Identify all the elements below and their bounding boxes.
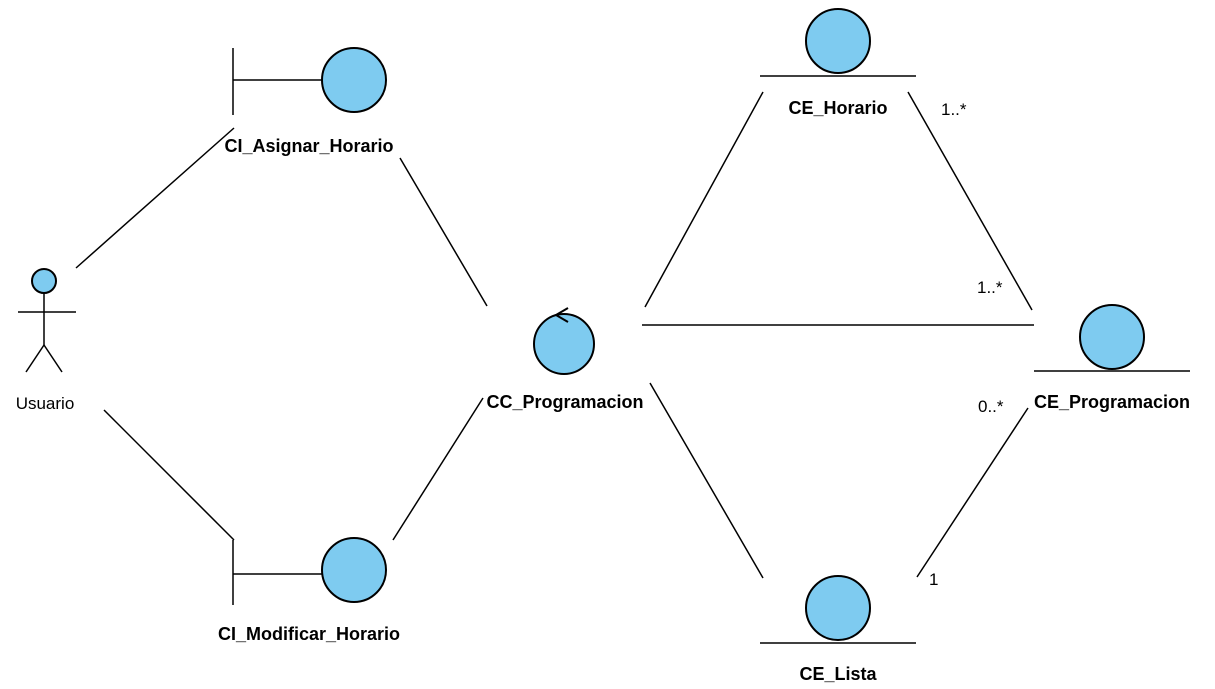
entity-circle xyxy=(805,8,871,74)
actor-label: Usuario xyxy=(16,394,75,413)
entity-label: CE_Lista xyxy=(799,664,877,684)
actor-usuario[interactable]: Usuario xyxy=(16,268,76,413)
entity-circle xyxy=(805,575,871,641)
boundary-circle xyxy=(321,47,387,113)
entity-horario[interactable]: CE_Horario xyxy=(760,8,916,118)
control-arrowhead xyxy=(554,307,569,323)
entity-label: CE_Programacion xyxy=(1034,392,1190,412)
associations xyxy=(75,91,1034,579)
link-usuario-modificar[interactable] xyxy=(103,409,235,541)
control-programacion[interactable]: CC_Programacion xyxy=(486,307,644,412)
link-lista-programacion[interactable] xyxy=(916,407,1029,578)
actor-left-leg xyxy=(25,344,45,373)
link-modificar-control[interactable] xyxy=(392,397,484,541)
entity-lista[interactable]: CE_Lista xyxy=(760,575,916,684)
link-control-lista[interactable] xyxy=(649,382,764,579)
mult-horario-end: 1..* xyxy=(941,100,967,119)
entity-programacion[interactable]: CE_Programacion xyxy=(1034,304,1190,412)
boundary-label: CI_Asignar_Horario xyxy=(224,136,393,156)
boundary-label: CI_Modificar_Horario xyxy=(218,624,400,644)
boundary-asignar-horario[interactable]: CI_Asignar_Horario xyxy=(224,47,394,156)
actor-head xyxy=(31,268,57,294)
boundary-circle xyxy=(321,537,387,603)
multiplicities: 1..* 1..* 0..* 1 xyxy=(929,100,1004,589)
boundary-modificar-horario[interactable]: CI_Modificar_Horario xyxy=(218,537,400,644)
control-circle xyxy=(533,313,595,375)
link-control-horario[interactable] xyxy=(644,91,764,308)
link-horario-programacion[interactable] xyxy=(907,91,1033,311)
control-label: CC_Programacion xyxy=(486,392,643,412)
actor-right-leg xyxy=(43,344,63,373)
mult-programacion-bottom: 0..* xyxy=(978,397,1004,416)
entity-label: CE_Horario xyxy=(788,98,887,118)
mult-programacion-top: 1..* xyxy=(977,278,1003,297)
mult-lista-end: 1 xyxy=(929,570,938,589)
link-asignar-control[interactable] xyxy=(399,157,488,307)
entity-circle xyxy=(1079,304,1145,370)
link-usuario-asignar[interactable] xyxy=(75,127,235,269)
